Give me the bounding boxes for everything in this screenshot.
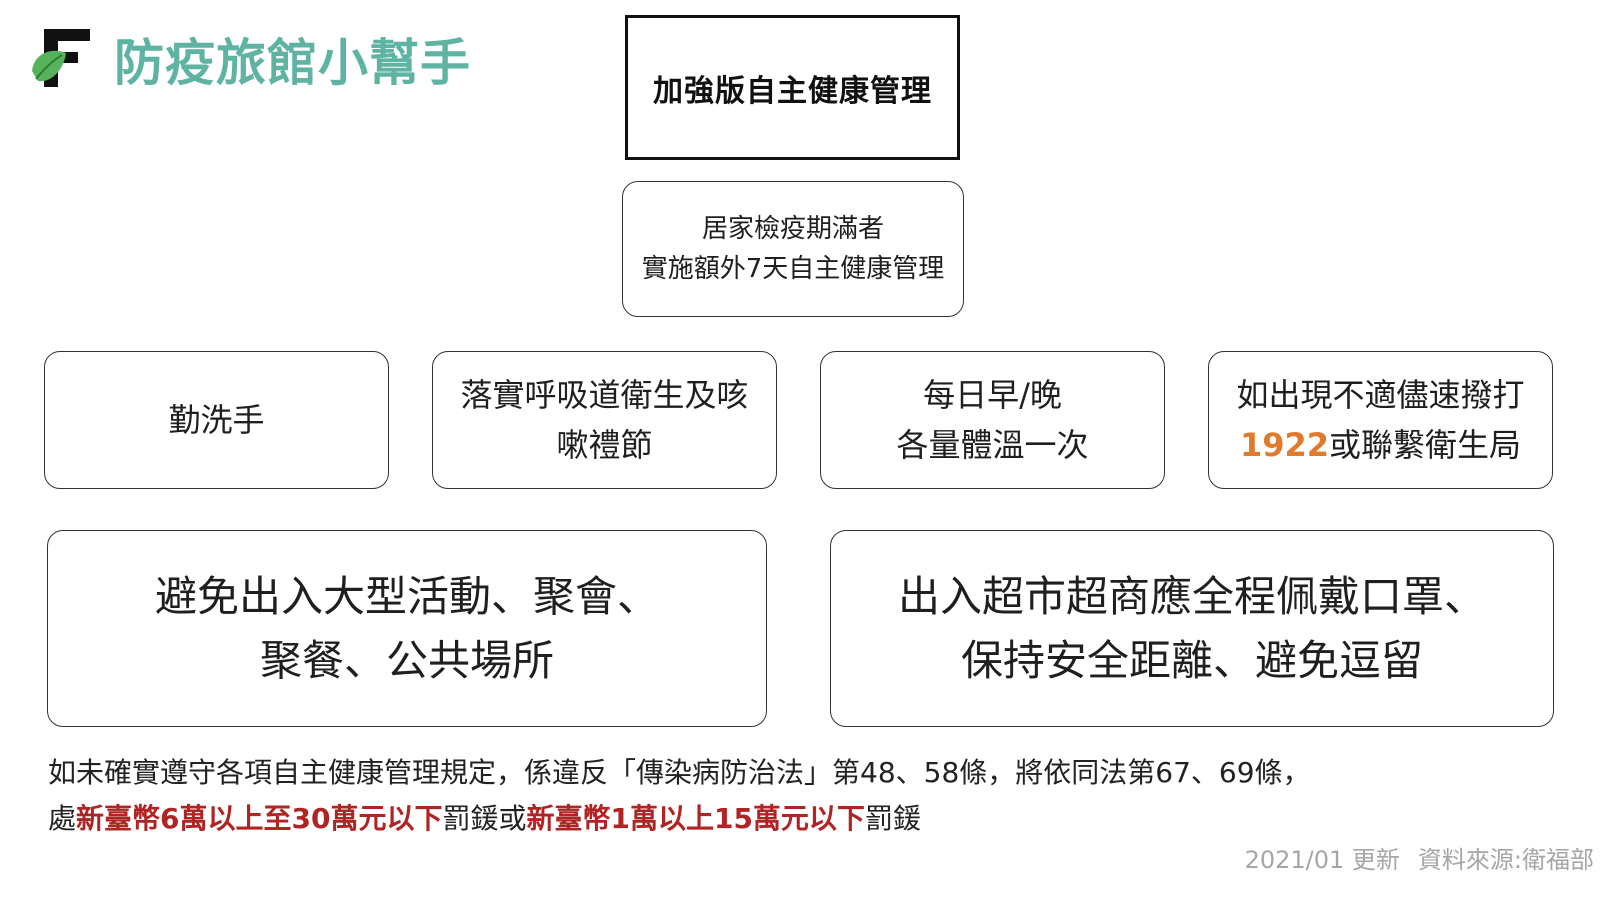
item-respiratory-line2: 嗽禮節: [556, 426, 653, 464]
leaf-icon: [32, 29, 90, 87]
footer-date: 2021/01 更新: [1244, 846, 1400, 874]
item-box-respiratory: 落實呼吸道衛生及咳 嗽禮節: [432, 351, 777, 489]
wide-mask-line1: 出入超市超商應全程佩戴口罩、: [897, 571, 1486, 621]
item-box-temperature: 每日早/晚 各量體溫一次: [820, 351, 1165, 489]
item-hotline-line2-text: 或聯繫衛生局: [1329, 426, 1522, 464]
brand-header: F 防疫旅館小幫手: [30, 18, 471, 100]
wide-avoid-line1: 避免出入大型活動、聚會、: [154, 571, 659, 621]
item-box-hotline: 如出現不適儘速撥打 1922或聯繫衛生局: [1208, 351, 1553, 489]
notice-text2: 罰鍰: [864, 802, 921, 835]
notice-prefix: 處: [48, 802, 77, 835]
item-hotline-line1: 如出現不適儘速撥打: [1236, 376, 1525, 414]
notice-text1: 罰鍰或: [442, 802, 527, 835]
logo: F: [30, 25, 92, 93]
wide-mask-line2: 保持安全距離、避免逗留: [960, 635, 1423, 685]
penalty-notice: 如未確實遵守各項自主健康管理規定，係違反「傳染病防治法」第48、58條，將依同法…: [48, 750, 1568, 842]
penalty-amount-1: 新臺幣6萬以上至30萬元以下: [76, 802, 443, 835]
footer-source: 資料來源:衛福部: [1417, 846, 1594, 874]
wide-box-mask: 出入超市超商應全程佩戴口罩、 保持安全距離、避免逗留: [830, 530, 1554, 727]
item-respiratory-line1: 落實呼吸道衛生及咳: [460, 376, 749, 414]
main-condition-line2: 實施額外7天自主健康管理: [641, 254, 945, 284]
main-condition-box: 居家檢疫期滿者 實施額外7天自主健康管理: [622, 181, 964, 317]
wide-box-avoid-gatherings: 避免出入大型活動、聚會、 聚餐、公共場所: [47, 530, 767, 727]
notice-line1: 如未確實遵守各項自主健康管理規定，係違反「傳染病防治法」第48、58條，將依同法…: [48, 756, 1311, 789]
footer-credit: 2021/01 更新資料來源:衛福部: [1245, 840, 1594, 875]
diagram-title: 加強版自主健康管理: [653, 73, 932, 109]
item-temperature-line1: 每日早/晚: [923, 376, 1062, 414]
item-hotline-line2: 1922或聯繫衛生局: [1240, 420, 1521, 470]
item-handwash-line1: 勤洗手: [168, 401, 265, 439]
wide-avoid-line2: 聚餐、公共場所: [259, 635, 554, 685]
main-condition-line1: 居家檢疫期滿者: [701, 214, 884, 244]
item-box-handwash: 勤洗手: [44, 351, 389, 489]
hotline-number: 1922: [1239, 426, 1330, 464]
brand-title: 防疫旅館小幫手: [114, 34, 471, 92]
diagram-title-box: 加強版自主健康管理: [625, 15, 960, 160]
notice-line2: 處新臺幣6萬以上至30萬元以下罰鍰或新臺幣1萬以上15萬元以下罰鍰: [48, 796, 1568, 842]
item-temperature-line2: 各量體溫一次: [896, 426, 1089, 464]
penalty-amount-2: 新臺幣1萬以上15萬元以下: [526, 802, 865, 835]
